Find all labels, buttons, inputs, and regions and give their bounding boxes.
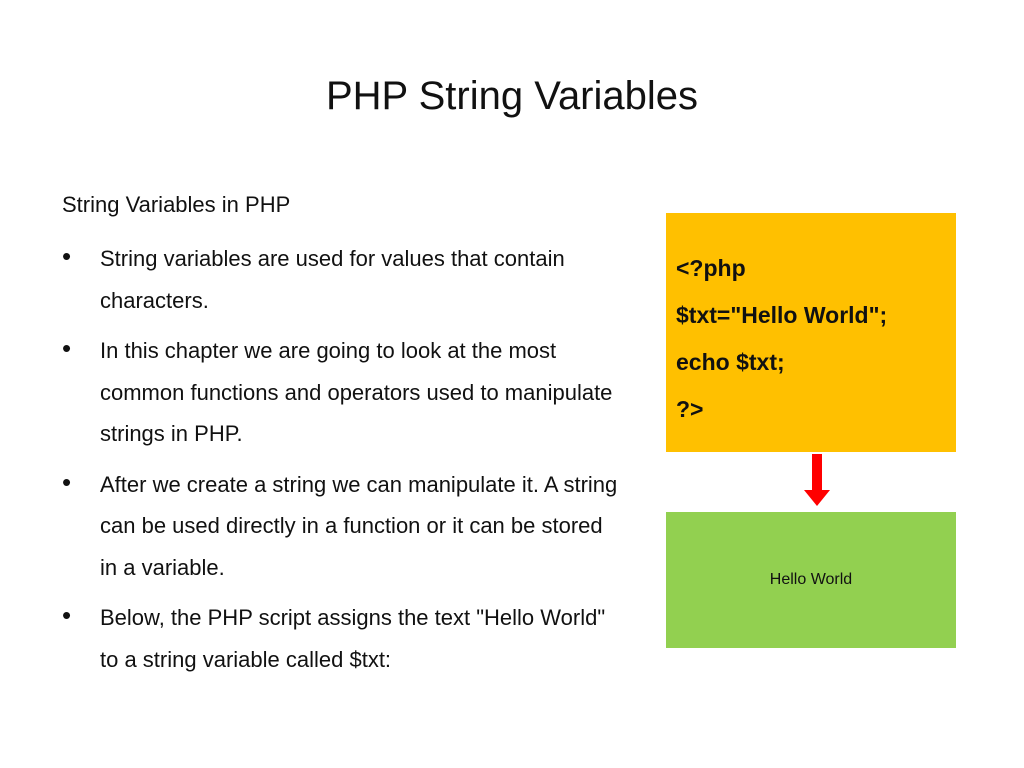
slide-title: PHP String Variables xyxy=(325,74,699,118)
code-line: ?> xyxy=(676,396,704,422)
code-line: <?php xyxy=(676,255,746,281)
code-box: <?php $txt="Hello World"; echo $txt; ?> xyxy=(666,213,956,452)
bullet-text: String variables are used for values tha… xyxy=(100,246,565,313)
bullet-item: • String variables are used for values t… xyxy=(60,238,620,321)
bullet-dot-icon: • xyxy=(62,466,72,497)
code-line: echo $txt; xyxy=(676,349,785,375)
output-text: Hello World xyxy=(769,571,853,588)
bullet-dot-icon: • xyxy=(62,241,72,271)
code-line: $txt="Hello World"; xyxy=(676,302,888,328)
slide-subtitle: String Variables in PHP xyxy=(62,192,291,217)
bullet-item: • In this chapter we are going to look a… xyxy=(60,330,620,455)
bullet-item: • After we create a string we can manipu… xyxy=(60,464,620,589)
output-box: Hello World xyxy=(666,512,956,648)
bullet-item: • Below, the PHP script assigns the text… xyxy=(60,597,620,680)
bullet-dot-icon: • xyxy=(62,600,72,630)
bullet-text: Below, the PHP script assigns the text "… xyxy=(100,605,606,672)
down-arrow-icon xyxy=(804,454,830,506)
bullet-text: In this chapter we are going to look at … xyxy=(100,338,613,446)
bullet-text: After we create a string we can manipula… xyxy=(100,471,618,580)
bullet-dot-icon: • xyxy=(62,333,72,363)
bullet-list: • String variables are used for values t… xyxy=(60,238,620,689)
